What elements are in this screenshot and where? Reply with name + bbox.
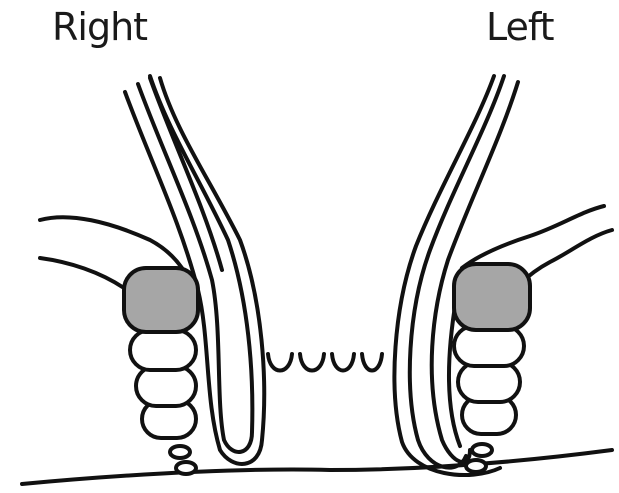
right-segment-2 xyxy=(130,330,196,370)
right-highlight-segment xyxy=(124,268,198,332)
left-oval-1 xyxy=(472,444,492,456)
right-oval-2 xyxy=(176,462,196,474)
center-connectors xyxy=(268,354,382,371)
floor-line xyxy=(22,450,612,484)
left-upper-tube-bottom xyxy=(520,230,612,284)
left-upper-tube-top xyxy=(462,206,604,268)
left-side-structure xyxy=(394,76,612,475)
right-inner-wall xyxy=(150,78,222,270)
left-highlight-segment xyxy=(454,264,530,330)
right-side-structure xyxy=(40,76,264,474)
left-oval-2 xyxy=(466,460,486,472)
connector-arc-4 xyxy=(362,354,382,371)
connector-arc-2 xyxy=(300,354,324,371)
connector-arc-3 xyxy=(332,354,354,371)
connector-arc-1 xyxy=(268,354,292,371)
right-oval-1 xyxy=(170,446,190,458)
right-upper-tube-bottom xyxy=(40,258,124,288)
